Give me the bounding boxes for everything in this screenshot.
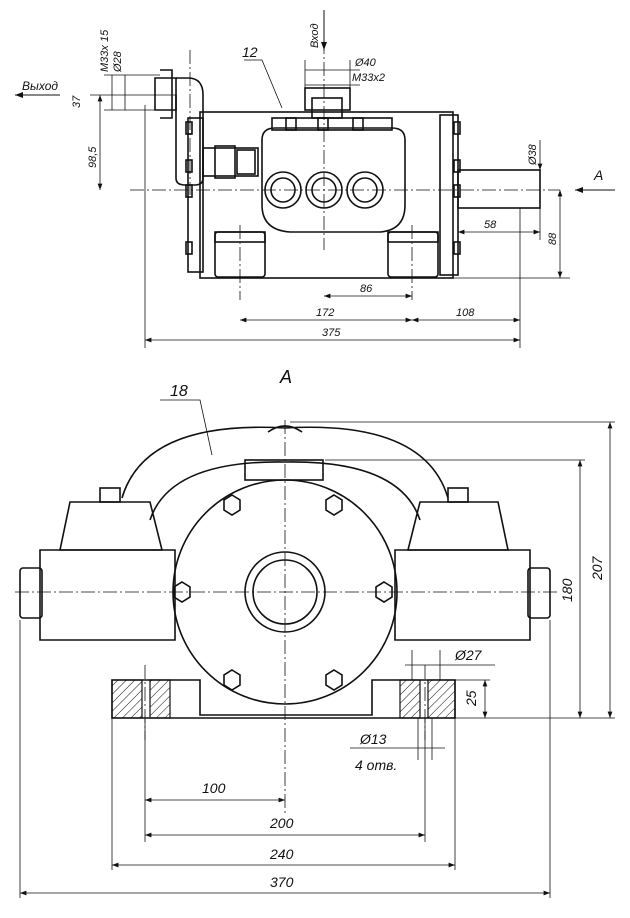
dim-25: 25 <box>463 690 479 707</box>
dim-d38: Ø38 <box>527 143 539 166</box>
top-view <box>15 10 615 348</box>
pump-body-outline <box>199 111 454 279</box>
outlet-label: Выход <box>22 79 58 93</box>
dim-240: 240 <box>269 846 294 862</box>
valve-housing-left <box>59 501 164 551</box>
side-view-a <box>15 399 615 898</box>
dim-d40: Ø40 <box>354 57 377 69</box>
end-plug-right <box>527 567 551 619</box>
dim-200: 200 <box>269 815 294 831</box>
dim-m33-15: M33x 15 <box>99 29 111 72</box>
side-bar-right <box>394 549 531 641</box>
base-plate <box>111 679 456 719</box>
dim-88: 88 <box>547 232 559 245</box>
outlet-pipe <box>175 77 204 186</box>
dim-37: 37 <box>71 95 83 108</box>
dim-207: 207 <box>589 555 605 581</box>
manifold-block <box>261 127 406 233</box>
outlet-nut <box>202 147 259 177</box>
dim-d13: Ø13 <box>359 731 387 747</box>
dim-d27: Ø27 <box>454 647 483 663</box>
valve-housing-right <box>406 501 509 551</box>
dim-375: 375 <box>322 327 341 339</box>
dim-58: 58 <box>484 219 497 231</box>
dim-180: 180 <box>559 578 575 602</box>
inlet-fitting <box>304 87 351 111</box>
view-title: A <box>279 367 292 387</box>
dim-98-5: 98,5 <box>87 146 99 168</box>
holes-note: 4 отв. <box>355 757 397 773</box>
drive-shaft <box>457 169 541 209</box>
dim-370: 370 <box>270 874 294 890</box>
outlet-flange <box>154 77 177 111</box>
dim-d28: Ø28 <box>112 50 124 73</box>
dim-86: 86 <box>360 283 373 295</box>
view-arrow-label: A <box>593 167 603 183</box>
foot-right <box>387 231 439 278</box>
callout-18: 18 <box>170 383 188 400</box>
end-plug-left <box>19 567 43 619</box>
callout-12: 12 <box>242 44 258 60</box>
dim-100: 100 <box>202 780 226 796</box>
dim-108: 108 <box>456 307 475 319</box>
dim-172: 172 <box>316 307 334 319</box>
inlet-label: Вход <box>309 23 321 48</box>
dim-m33x2: M33x2 <box>352 72 385 84</box>
side-bar-left <box>39 549 176 641</box>
